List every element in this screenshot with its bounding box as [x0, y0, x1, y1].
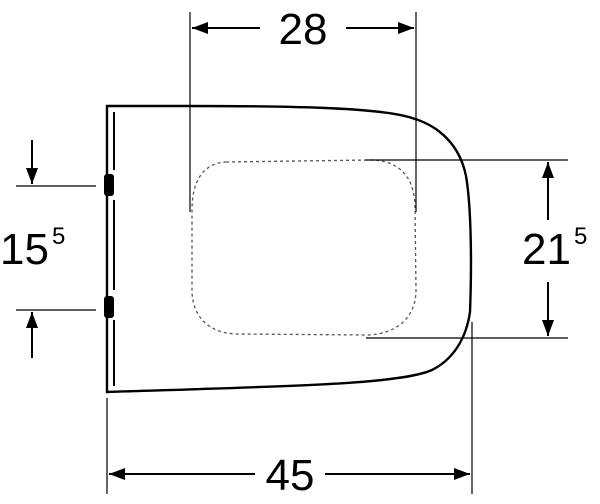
dimension-label-15: 15 [0, 225, 49, 274]
dimension-label-28: 28 [279, 5, 328, 54]
hinge-lower [104, 296, 114, 318]
dimension-label-45: 45 [266, 451, 315, 500]
hinge-upper [104, 174, 114, 196]
seat-outline [105, 104, 473, 394]
seat-opening-dashed [191, 159, 417, 336]
dimension-label-21-superscript: 5 [574, 223, 587, 250]
dimension-label-21: 21 [522, 225, 571, 274]
dimension-label-15-superscript: 5 [52, 223, 65, 250]
